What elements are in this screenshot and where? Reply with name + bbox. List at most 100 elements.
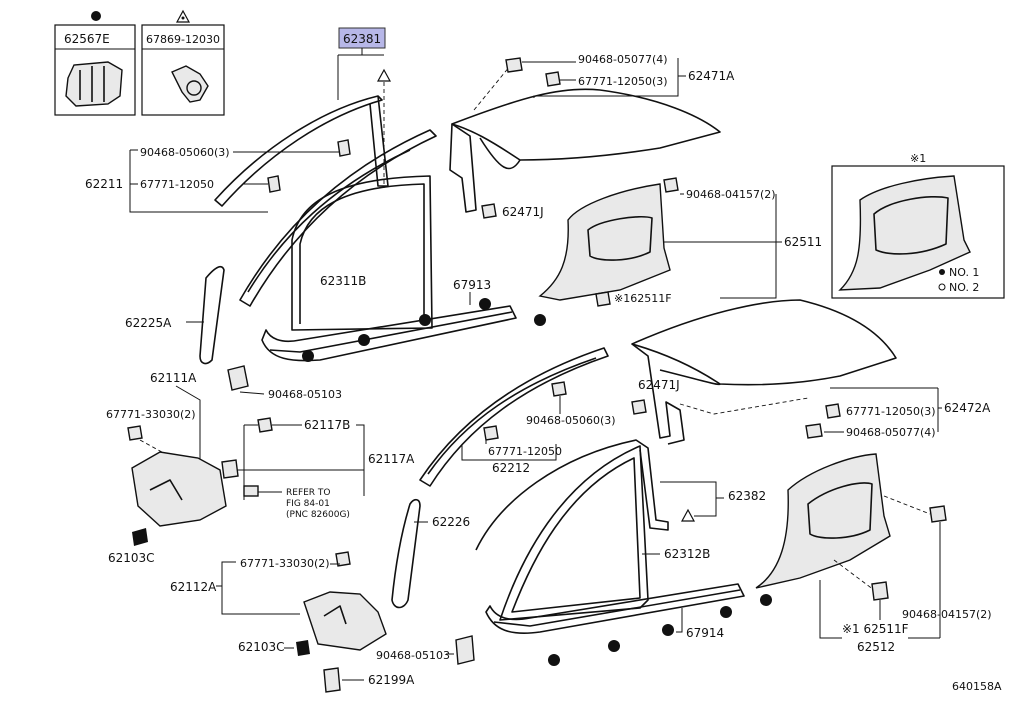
- clip-icon: [267, 175, 281, 193]
- part-62512-quarter-panel: [755, 453, 891, 589]
- label-62382[interactable]: 62382: [728, 489, 766, 503]
- label-90468-05077-4-b[interactable]: 90468-05077(4): [846, 426, 936, 439]
- part-62511-quarter-panel: [538, 183, 671, 301]
- label-67869-12030: 67869-12030: [146, 33, 220, 46]
- part-62225a: [199, 265, 225, 365]
- clip-icon: [545, 71, 561, 87]
- nut-icon: [296, 640, 310, 656]
- label-67771-33030-2-b[interactable]: 67771-33030(2): [240, 557, 330, 570]
- figure-code: 640158A: [952, 680, 1002, 693]
- clip-icon: [663, 177, 679, 193]
- clip-symbol-icon: [91, 11, 101, 21]
- label-62471j-a[interactable]: 62471J: [502, 205, 544, 219]
- connector-icon: [243, 485, 259, 497]
- label-62111a[interactable]: 62111A: [150, 371, 197, 385]
- label-62103c-a[interactable]: 62103C: [108, 551, 155, 565]
- label-62381[interactable]: 62381: [343, 32, 381, 46]
- clip-icon: [337, 139, 351, 157]
- clip-icon: [871, 581, 889, 601]
- label-90468-05077-4-top[interactable]: 90468-05077(4): [578, 53, 668, 66]
- clip-icon: [257, 417, 273, 433]
- label-162511f[interactable]: ※162511F: [614, 292, 672, 305]
- part-62472a-quarter-trim: [631, 299, 897, 386]
- label-90468-04157-2-a[interactable]: 90468-04157(2): [686, 188, 776, 201]
- box-67869: 67869-12030: [141, 9, 225, 116]
- clip-icon: [483, 425, 499, 441]
- label-62512[interactable]: 62512: [857, 640, 895, 654]
- clip-icon: [551, 381, 567, 397]
- clip-symbol-icon: [720, 606, 732, 618]
- clip-icon: [631, 399, 647, 415]
- part-62311b-weatherstrip: [291, 175, 433, 331]
- label-67771-33030-2-a[interactable]: 67771-33030(2): [106, 408, 196, 421]
- label-67913[interactable]: 67913: [453, 278, 491, 292]
- part-67913-scuff-plate: [261, 305, 517, 362]
- clip-icon: [335, 551, 351, 567]
- label-62103c-b[interactable]: 62103C: [238, 640, 285, 654]
- label-90468-04157-2-b[interactable]: 90468-04157(2): [902, 608, 992, 621]
- clip-62567e-illustration: [65, 61, 123, 107]
- label-62117a[interactable]: 62117A: [368, 452, 415, 466]
- label-62199a[interactable]: 62199A: [368, 673, 415, 687]
- label-62472a[interactable]: 62472A: [944, 401, 991, 415]
- triangle-symbol-icon: [680, 508, 696, 522]
- label-62212[interactable]: 62212: [492, 461, 530, 475]
- label-62225a[interactable]: 62225A: [125, 316, 172, 330]
- label-62567e: 62567E: [64, 32, 110, 46]
- clip-icon: [929, 505, 947, 523]
- inset-title: ※1: [910, 152, 926, 165]
- clip-icon: [505, 57, 523, 73]
- clip-symbol-icon: [662, 624, 674, 636]
- box-62567e: 62567E: [54, 11, 136, 116]
- clip-symbol-icon: [534, 314, 546, 326]
- legend-no2: NO. 2: [949, 281, 979, 294]
- label-67771-12050-b[interactable]: 67771-12050: [488, 445, 562, 458]
- clip-62199a-icon: [323, 667, 341, 693]
- label-62312b[interactable]: 62312B: [664, 547, 710, 561]
- part-62312b-weatherstrip: [499, 445, 649, 621]
- inset-panel-illustration: [838, 175, 971, 291]
- clip-icon: [805, 423, 823, 439]
- clip-symbol-icon: [548, 654, 560, 666]
- label-90468-05060-3-a[interactable]: 90468-05060(3): [140, 146, 230, 159]
- label-62511[interactable]: 62511: [784, 235, 822, 249]
- refer-text-3: (PNC 82600G): [286, 510, 350, 520]
- part-62111a-panel: [131, 451, 227, 527]
- clip-90468-05103-a: [227, 365, 249, 391]
- label-67771-12050-3-b[interactable]: 67771-12050(3): [846, 405, 936, 418]
- label-62226[interactable]: 62226: [432, 515, 470, 529]
- part-62212-pillar-garnish: [419, 347, 609, 487]
- part-62211-pillar-garnish: [239, 129, 437, 307]
- clip-icon: [825, 403, 841, 419]
- clip-symbol-icon: [419, 314, 431, 326]
- label-62471j-b[interactable]: 62471J: [638, 378, 680, 392]
- triangle-symbol-icon: [376, 68, 392, 82]
- label-67771-12050-3-top[interactable]: 67771-12050(3): [578, 75, 668, 88]
- label-162511f-b[interactable]: ※1 62511F: [842, 622, 909, 636]
- label-62471a[interactable]: 62471A: [688, 69, 735, 83]
- label-62117b[interactable]: 62117B: [304, 418, 350, 432]
- label-67771-12050-a[interactable]: 67771-12050: [140, 178, 214, 191]
- part-62226: [391, 498, 421, 609]
- clip-90468-05103-b: [455, 635, 475, 665]
- refer-text-1: REFER TO: [286, 488, 331, 498]
- legend-no1: NO. 1: [949, 266, 979, 279]
- label-67914[interactable]: 67914: [686, 626, 724, 640]
- label-90468-05103-b[interactable]: 90468-05103: [376, 649, 450, 662]
- refer-text-2: FIG 84-01: [286, 499, 330, 509]
- label-62311b[interactable]: 62311B: [320, 274, 366, 288]
- clip-icon: [127, 425, 143, 441]
- inset-box: ※1 NO. 1 NO. 2: [831, 152, 1005, 299]
- label-62211[interactable]: 62211: [85, 177, 123, 191]
- nut-icon: [132, 528, 148, 546]
- clip-symbol-icon: [358, 334, 370, 346]
- label-62112a[interactable]: 62112A: [170, 580, 217, 594]
- clip-symbol-icon: [302, 350, 314, 362]
- clip-icon: [481, 203, 497, 219]
- label-90468-05060-3-b[interactable]: 90468-05060(3): [526, 414, 616, 427]
- label-90468-05103-a[interactable]: 90468-05103: [268, 388, 342, 401]
- part-62471a-quarter-trim: [451, 88, 721, 161]
- part-62381-weatherstrip: [214, 95, 389, 207]
- clip-symbol-icon: [479, 298, 491, 310]
- clip-icon: [221, 459, 239, 479]
